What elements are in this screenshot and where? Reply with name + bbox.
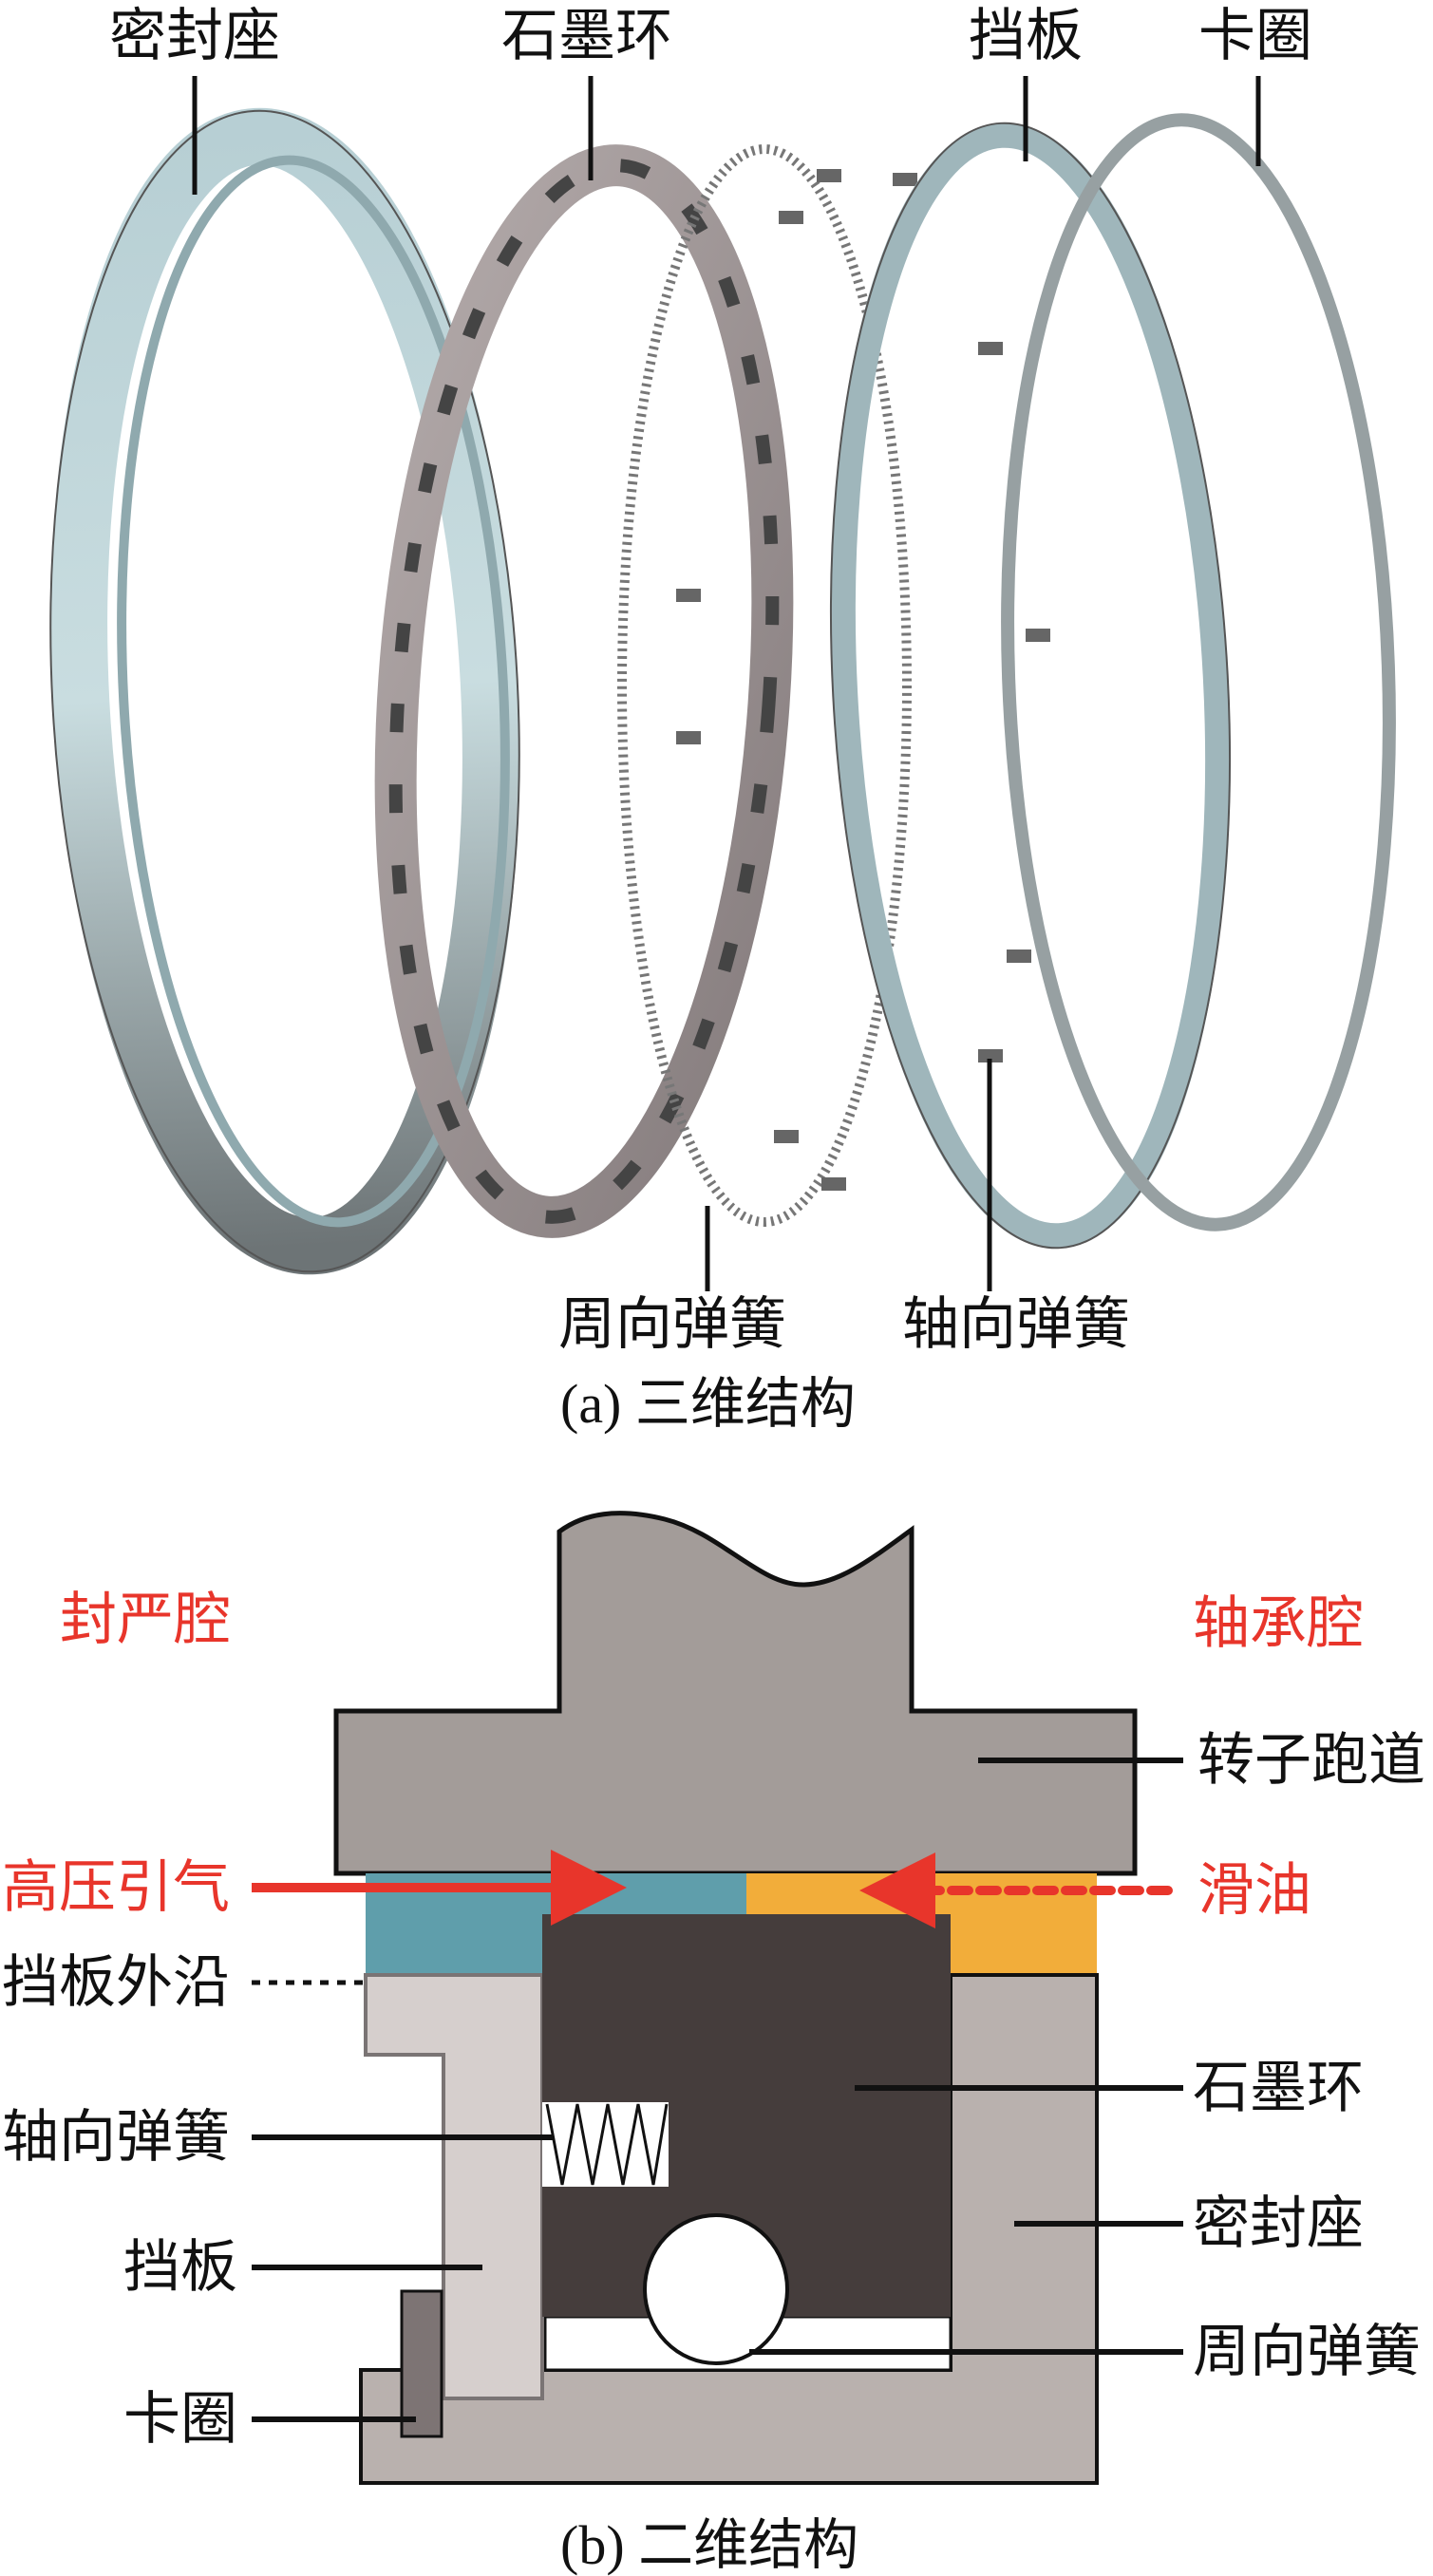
label-rotor-runway: 转子跑道 — [1197, 1729, 1425, 1792]
label-high-pressure-air: 高压引气 — [2, 1856, 230, 1919]
label-snap-ring-3d: 卡圈 — [1198, 5, 1312, 67]
seal-seat-3d — [49, 107, 520, 1275]
label-graphite-ring-2d: 石墨环 — [1193, 2057, 1364, 2119]
label-bearing-cavity: 轴承腔 — [1193, 1592, 1364, 1655]
label-baffle-outer-edge: 挡板外沿 — [2, 1951, 230, 2014]
circumferential-spring-3d — [617, 144, 1050, 1227]
axial-spring-section — [542, 2102, 669, 2187]
label-axial-spring-3d: 轴向弹簧 — [902, 1293, 1130, 1356]
label-baffle-2d: 挡板 — [123, 2236, 237, 2299]
label-lube-oil: 滑油 — [1197, 1859, 1311, 1922]
baffle-section — [364, 1973, 544, 2400]
label-seal-cavity: 封严腔 — [60, 1589, 231, 1651]
label-graphite-ring-3d: 石墨环 — [501, 5, 672, 67]
label-seal-seat-3d: 密封座 — [109, 5, 280, 67]
snap-ring-3d — [1001, 113, 1396, 1232]
leader-lines-b — [252, 1758, 1183, 2422]
caption-a: (a) 三维结构 — [560, 1373, 856, 1435]
leader-lines-a — [192, 76, 1261, 1291]
caption-b: (b) 二维结构 — [560, 2514, 859, 2576]
snap-ring-section — [400, 2289, 443, 2438]
label-baffle-3d: 挡板 — [969, 5, 1083, 67]
label-seal-seat-2d: 密封座 — [1193, 2192, 1364, 2255]
label-snap-ring-2d: 卡圈 — [123, 2388, 237, 2451]
label-circumferential-spring-3d: 周向弹簧 — [558, 1293, 786, 1356]
label-circumferential-spring-2d: 周向弹簧 — [1193, 2321, 1421, 2383]
label-axial-spring-2d: 轴向弹簧 — [2, 2106, 230, 2169]
graphite-ring-3d — [374, 144, 794, 1238]
rotor-runway — [333, 1511, 1138, 1876]
baffle-3d — [829, 122, 1232, 1250]
circumferential-spring-section — [643, 2213, 789, 2365]
